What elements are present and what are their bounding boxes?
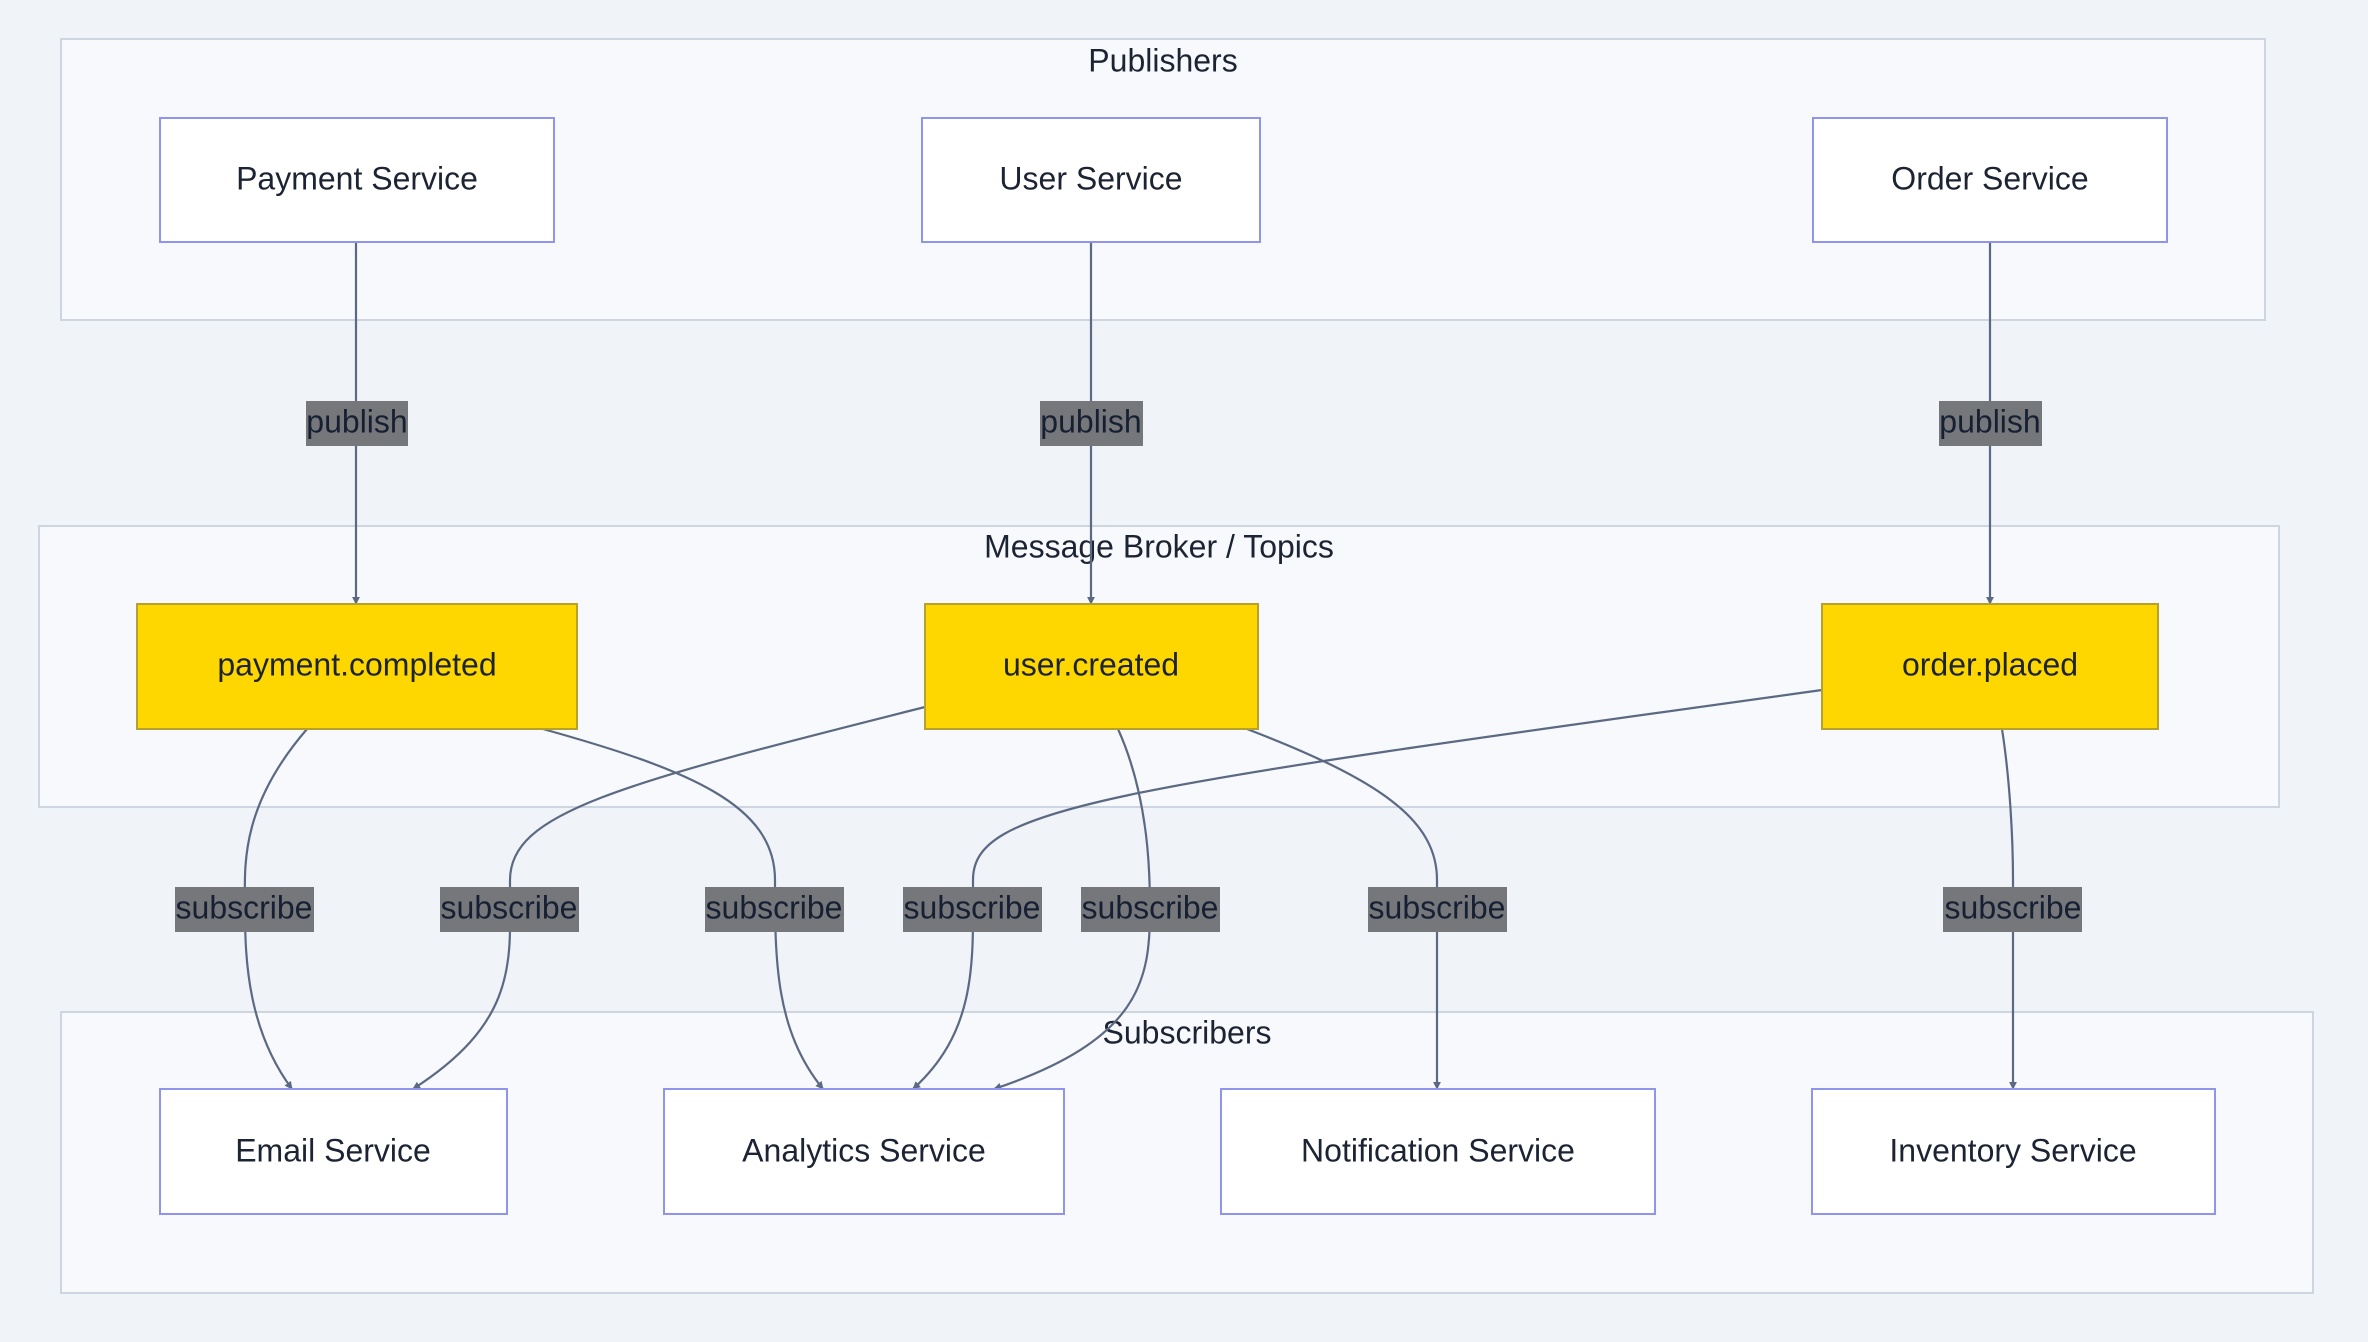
topic-box[interactable]	[136, 603, 578, 730]
node-label: Inventory Service	[1889, 1132, 2136, 1168]
node-box[interactable]	[1812, 117, 2168, 243]
node-order-service[interactable]: Order Service	[1812, 117, 2168, 243]
edge-label-bg	[1081, 887, 1220, 932]
edge-label-bg	[1368, 887, 1507, 932]
edge-label-subscribe-payment-analytics: subscribe	[705, 887, 844, 932]
edge-label-bg	[1939, 401, 2042, 446]
topic-user-created[interactable]: user.created	[924, 603, 1259, 730]
edge-label-bg	[1040, 401, 1143, 446]
edge-subscribe-order-inventory	[2000, 728, 2017, 1090]
node-email-service[interactable]: Email Service	[159, 1088, 508, 1215]
edge-label-text: subscribe	[1369, 889, 1506, 925]
topic-box[interactable]	[1821, 603, 2159, 730]
edge-label-publish-payment: publish	[306, 401, 408, 446]
edge-label-text: subscribe	[441, 889, 578, 925]
node-analytics-service[interactable]: Analytics Service	[663, 1088, 1065, 1215]
edge-labels: publish publish publish subscribe subscr…	[175, 401, 2082, 932]
edge-label-subscribe-user-email: subscribe	[440, 887, 579, 932]
node-label: User Service	[999, 160, 1182, 196]
node-payment-service[interactable]: Payment Service	[159, 117, 555, 243]
edge-label-subscribe-payment-email: subscribe	[175, 887, 314, 932]
edge-label-subscribe-order-inventory: subscribe	[1943, 887, 2082, 932]
edge-label-text: subscribe	[706, 889, 843, 925]
edge-label-subscribe-user-analytics: subscribe	[1081, 887, 1220, 932]
cluster-broker-title: Message Broker / Topics	[984, 528, 1334, 564]
topic-payment-completed[interactable]: payment.completed	[136, 603, 578, 730]
edge-subscribe-user-notification	[1246, 727, 1441, 1090]
edge-label-text: subscribe	[176, 889, 313, 925]
node-label: Notification Service	[1301, 1132, 1575, 1168]
node-box[interactable]	[1811, 1088, 2216, 1215]
topic-label: user.created	[1003, 646, 1179, 682]
node-user-service[interactable]: User Service	[921, 117, 1261, 243]
node-box[interactable]	[921, 117, 1261, 243]
edge-label-text: publish	[1939, 403, 2040, 439]
edge-label-bg	[903, 887, 1042, 932]
topic-label: order.placed	[1902, 646, 2078, 682]
edge-label-subscribe-order-analytics: subscribe	[903, 887, 1042, 932]
node-label: Payment Service	[236, 160, 478, 196]
node-label: Email Service	[235, 1132, 431, 1168]
node-notification-service[interactable]: Notification Service	[1220, 1088, 1656, 1215]
edge-label-publish-user: publish	[1040, 401, 1143, 446]
edge-label-bg	[1943, 887, 2082, 932]
edge-label-bg	[440, 887, 579, 932]
node-inventory-service[interactable]: Inventory Service	[1811, 1088, 2216, 1215]
edge-label-bg	[175, 887, 314, 932]
edge-label-subscribe-user-notification: subscribe	[1368, 887, 1507, 932]
cluster-subscribers-title: Subscribers	[1103, 1014, 1272, 1050]
node-box[interactable]	[159, 117, 555, 243]
edge-subscribe-user-email	[412, 705, 926, 1090]
node-box[interactable]	[159, 1088, 508, 1215]
node-box[interactable]	[1220, 1088, 1656, 1215]
edge-subscribe-payment-analytics	[542, 727, 824, 1090]
edge-label-text: subscribe	[904, 889, 1041, 925]
node-label: Analytics Service	[742, 1132, 986, 1168]
edge-label-text: subscribe	[1945, 889, 2082, 925]
topic-box[interactable]	[924, 603, 1259, 730]
edge-label-text: publish	[306, 403, 407, 439]
topic-label: payment.completed	[217, 646, 496, 682]
edge-label-publish-order: publish	[1939, 401, 2042, 446]
edge-subscribe-order-analytics	[912, 688, 1823, 1090]
edge-label-text: subscribe	[1082, 889, 1219, 925]
edge-label-bg	[705, 887, 844, 932]
edge-label-bg	[306, 401, 408, 446]
edge-label-text: publish	[1040, 403, 1141, 439]
cluster-publishers-title: Publishers	[1088, 42, 1237, 78]
node-box[interactable]	[663, 1088, 1065, 1215]
node-label: Order Service	[1891, 160, 2088, 196]
topic-order-placed[interactable]: order.placed	[1821, 603, 2159, 730]
